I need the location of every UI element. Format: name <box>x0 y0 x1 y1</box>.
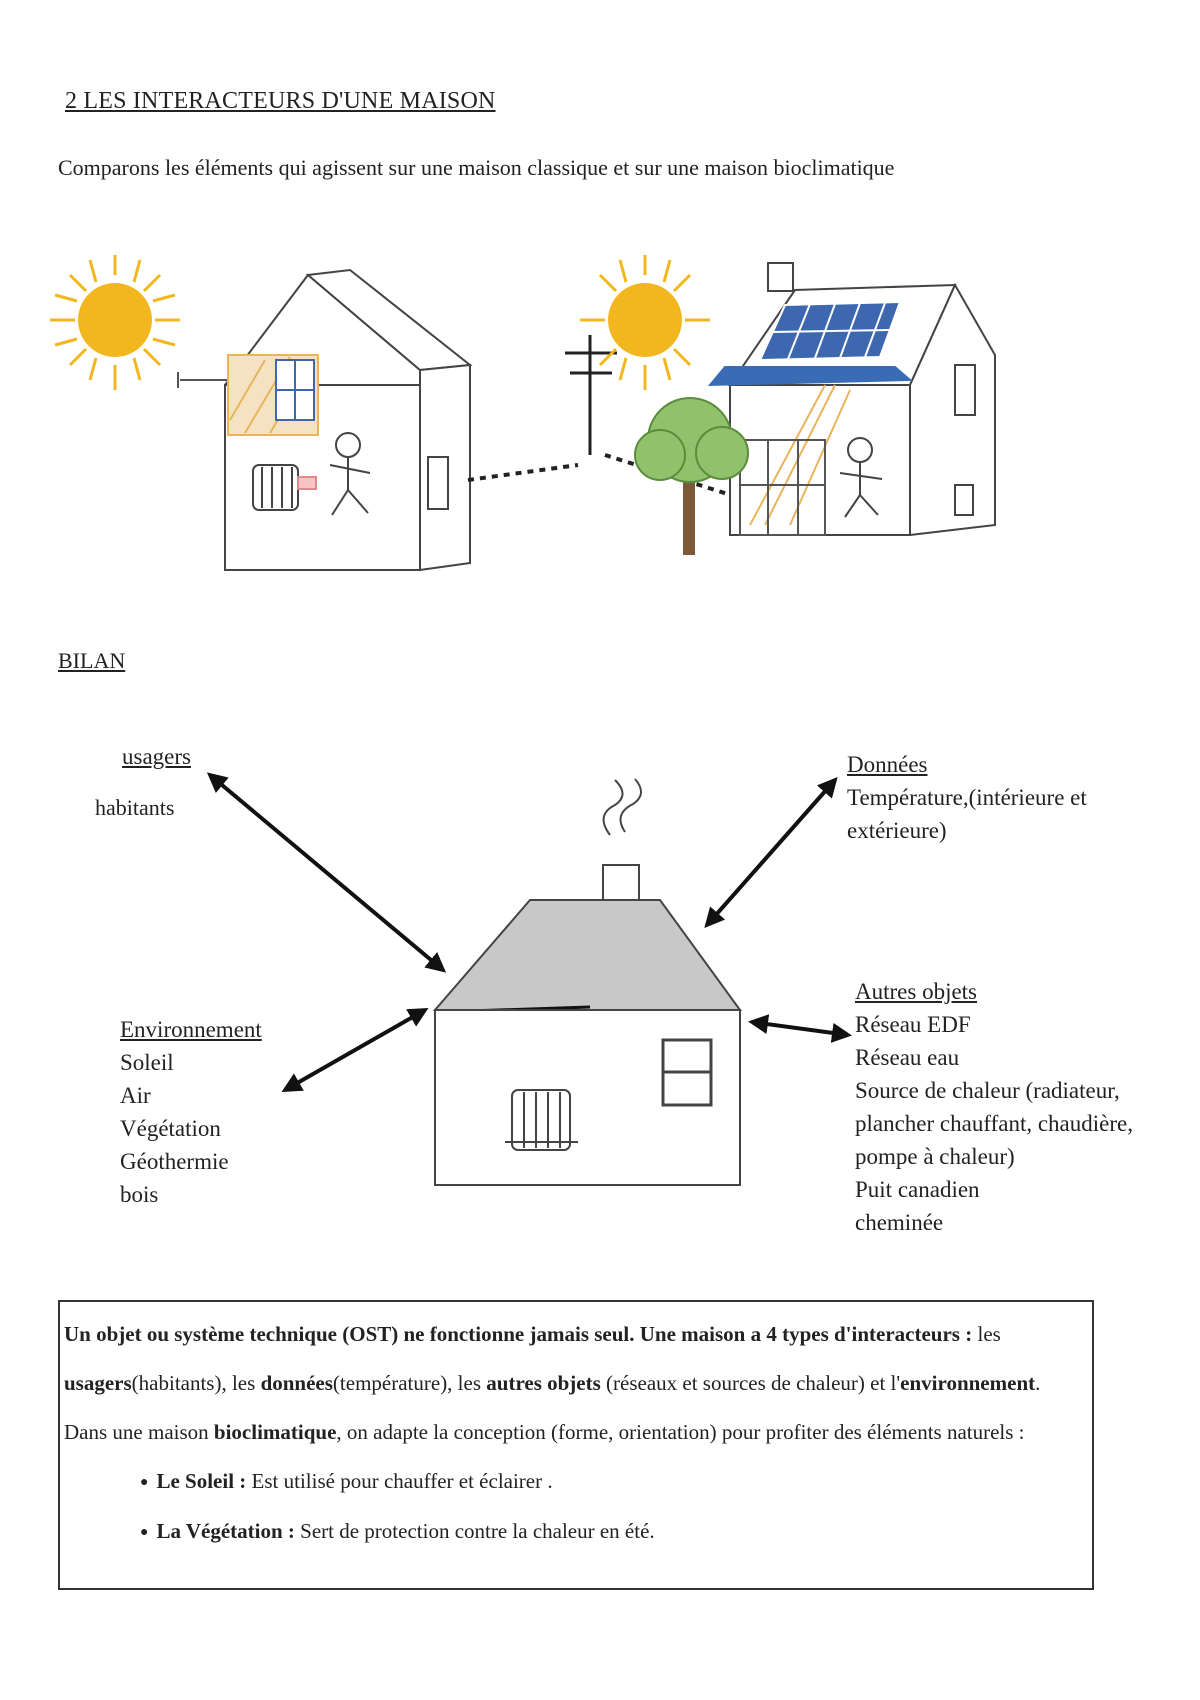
summary-term-autres: autres objets <box>486 1371 601 1395</box>
summary-box: Un objet ou système technique (OST) ne f… <box>58 1300 1094 1590</box>
donnees-line: Température,(intérieure et <box>847 785 1087 810</box>
bullet-text: Sert de protection contre la chaleur en … <box>294 1519 655 1543</box>
summary-term-environnement: environnement <box>900 1371 1036 1395</box>
classic-house <box>224 268 473 572</box>
bioclimatic-house <box>707 262 996 537</box>
bullet-label: La Végétation : <box>156 1519 295 1543</box>
summary-paragraph: Un objet ou système technique (OST) ne f… <box>64 1310 1088 1457</box>
summary-term-bioclimatique: bioclimatique <box>213 1420 337 1444</box>
autres-objets-item: Source de chaleur (radiateur, <box>855 1078 1120 1103</box>
autres-objets-title: Autres objets <box>855 979 978 1004</box>
donnees-title: Données <box>847 752 928 777</box>
autres-objets-item: plancher chauffant, chaudière, <box>855 1111 1133 1136</box>
summary-text: (température), les <box>332 1371 487 1395</box>
usagers-item: habitants <box>95 795 175 820</box>
summary-text: les <box>972 1322 1001 1346</box>
summary-text: . Dans une maison <box>64 1371 1041 1444</box>
tree-icon <box>634 397 749 555</box>
bullet-text: Est utilisé pour chauffer et éclairer . <box>246 1469 553 1493</box>
arrow-usagers <box>206 772 447 973</box>
donnees-line: extérieure) <box>847 818 947 843</box>
autres-objets-item: Réseau eau <box>855 1045 960 1070</box>
section-heading: 2 LES INTERACTEURS D'UNE MAISON <box>65 88 496 114</box>
central-house <box>432 778 742 1186</box>
environnement-item: Soleil <box>120 1050 174 1075</box>
houses-illustration <box>50 255 996 572</box>
environnement-item: bois <box>120 1182 159 1207</box>
bilan-title: BILAN <box>58 648 126 673</box>
summary-term-donnees: données <box>260 1371 333 1395</box>
autres-objets-item: Puit canadien <box>855 1177 980 1202</box>
autres-objets-item: cheminée <box>855 1210 944 1235</box>
usagers-label: usagers <box>122 740 191 773</box>
arrow-environnement <box>281 1008 429 1092</box>
sun-icon-right <box>580 255 710 390</box>
summary-bullet-soleil: Le Soleil : Est utilisé pour chauffer et… <box>64 1457 1088 1507</box>
summary-term-usagers: usagers <box>64 1371 132 1395</box>
donnees-label: Données Température,(intérieure et extér… <box>847 748 1147 847</box>
summary-bullet-vegetation: La Végétation : Sert de protection contr… <box>64 1507 1088 1557</box>
interactors-diagram <box>206 772 852 1186</box>
sun-icon-left <box>50 255 180 390</box>
electricity-pole-icon <box>565 335 617 455</box>
summary-text: (réseaux et sources de chaleur) et l' <box>600 1371 901 1395</box>
summary-text: , on adapte la conception (forme, orient… <box>336 1420 1025 1444</box>
arrow-donnees <box>704 777 838 928</box>
environnement-title: Environnement <box>120 1017 262 1042</box>
environnement-item: Végétation <box>120 1116 221 1141</box>
bullet-label: Le Soleil : <box>156 1469 247 1493</box>
usagers-title: usagers <box>122 744 191 769</box>
environnement-item: Géothermie <box>120 1149 229 1174</box>
arrow-autres-objets <box>748 1014 852 1043</box>
summary-lead: Un objet ou système technique (OST) ne f… <box>64 1322 973 1346</box>
environnement-item: Air <box>120 1083 151 1108</box>
autres-objets-label: Autres objets Réseau EDF Réseau eau Sour… <box>855 975 1185 1239</box>
summary-text: (habitants), les <box>131 1371 261 1395</box>
environnement-label: Environnement Soleil Air Végétation Géot… <box>120 1013 262 1211</box>
intro-text: Comparons les éléments qui agissent sur … <box>58 155 895 180</box>
autres-objets-item: pompe à chaleur) <box>855 1144 1015 1169</box>
autres-objets-item: Réseau EDF <box>855 1012 971 1037</box>
radiator-icon <box>505 1089 578 1151</box>
